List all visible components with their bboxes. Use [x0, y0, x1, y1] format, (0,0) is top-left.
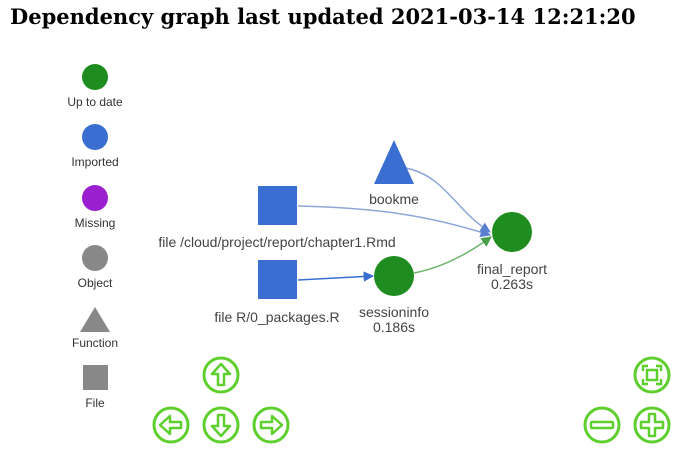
- page-title: Dependency graph last updated 2021-03-14…: [10, 4, 636, 29]
- edge-sessioninfo-final-report: [413, 236, 492, 274]
- node-label-final-report: final_report 0.263s: [452, 262, 572, 292]
- node-bookme[interactable]: [374, 140, 414, 184]
- up-arrow-button[interactable]: [201, 355, 241, 395]
- edge-bookme-final-report: [405, 167, 491, 233]
- node-final-report[interactable]: [492, 212, 532, 252]
- legend-label: Object: [77, 276, 113, 290]
- green-circle-icon: [82, 64, 108, 90]
- node-label-packages: file R/0_packages.R: [214, 309, 340, 325]
- node-label-chapter1: file /cloud/project/report/chapter1.Rmd: [158, 234, 396, 250]
- node-time: 0.186s: [372, 319, 416, 335]
- legend-label: Function: [71, 336, 119, 350]
- purple-circle-icon: [82, 185, 108, 211]
- gray-triangle-icon: [80, 307, 110, 332]
- legend-label: Imported: [71, 155, 119, 169]
- node-name: sessioninfo: [358, 304, 430, 320]
- blue-circle-icon: [82, 124, 108, 150]
- node-packages[interactable]: [258, 260, 297, 299]
- node-time: 0.263s: [490, 276, 534, 292]
- legend-label: File: [85, 396, 105, 410]
- node-chapter1[interactable]: [258, 186, 297, 225]
- node-name: final_report: [476, 261, 548, 277]
- gray-circle-icon: [82, 245, 108, 271]
- node-label-bookme: bookme: [369, 191, 419, 207]
- fit-zoom-button[interactable]: [632, 355, 672, 395]
- legend-label: Up to date: [67, 95, 123, 109]
- node-label-sessioninfo: sessioninfo 0.186s: [334, 305, 454, 335]
- zoom-in-button[interactable]: [632, 405, 672, 445]
- edge-packages-sessioninfo: [297, 271, 375, 282]
- left-arrow-button[interactable]: [151, 405, 191, 445]
- node-sessioninfo[interactable]: [374, 256, 414, 296]
- gray-square-icon: [83, 365, 108, 390]
- edge-chapter1-final-report: [297, 205, 492, 238]
- legend-label: Missing: [74, 216, 116, 230]
- right-arrow-button[interactable]: [251, 405, 291, 445]
- down-arrow-button[interactable]: [201, 405, 241, 445]
- zoom-out-button[interactable]: [582, 405, 622, 445]
